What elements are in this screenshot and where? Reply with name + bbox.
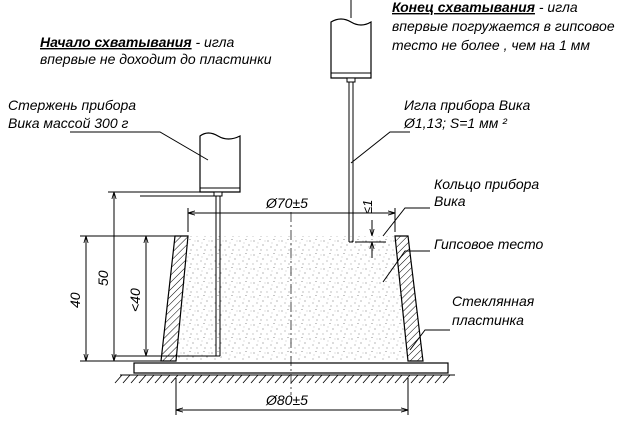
ground-hatch-stroke: [178, 374, 187, 384]
end-rest: - игла: [535, 0, 578, 15]
ground-hatch-stroke: [314, 374, 323, 384]
ground-hatch-stroke: [378, 374, 387, 384]
needle-label-line1: Игла прибора Вика: [404, 97, 530, 113]
ring-label-line1: Кольцо прибора: [434, 176, 539, 192]
depth-le1-label: ≤1: [360, 200, 375, 214]
dim-height-40: 40: [67, 235, 175, 362]
top-diameter-label: Ø70±5: [265, 195, 308, 211]
ground-hatch-stroke: [250, 374, 259, 384]
ground-hatch-stroke: [362, 374, 371, 384]
end-line2: впервые погружается в гипсовое: [392, 18, 615, 34]
ground-hatch-stroke: [298, 374, 307, 384]
height-50-label: 50: [95, 270, 111, 286]
ground-hatch-stroke: [138, 374, 147, 384]
ground-hatch-stroke: [338, 374, 347, 384]
svg-text:Конец схватывания - игла: Конец схватывания - игла: [392, 0, 578, 15]
ground-hatch-stroke: [290, 374, 299, 384]
ground-hatch-stroke: [346, 374, 355, 384]
ground-hatch-stroke: [386, 374, 395, 384]
ground-hatch-stroke: [122, 374, 131, 384]
ground-hatch-stroke: [258, 374, 267, 384]
depth-lt40-label: <40: [127, 288, 143, 312]
plate-label-line1: Стеклянная: [452, 293, 535, 309]
plate-label-line2: пластинка: [452, 312, 524, 328]
ground-hatch-stroke: [410, 374, 419, 384]
ground-hatch-stroke: [226, 374, 235, 384]
ground-hatch-stroke: [130, 374, 139, 384]
ground-hatch-stroke: [242, 374, 251, 384]
ground-hatch-stroke: [394, 374, 403, 384]
ground-hatch-stroke: [162, 374, 171, 384]
ground-hatch: [114, 374, 455, 384]
start-title: Начало схватывания: [40, 34, 192, 50]
ground-hatch-stroke: [266, 374, 275, 384]
rod-label-line1: Стержень прибора: [8, 97, 136, 113]
ground-hatch-stroke: [442, 374, 451, 384]
ring-wall-left: [160, 235, 189, 362]
ground-hatch-stroke: [170, 374, 179, 384]
dim-bottom-diameter: Ø80±5: [175, 378, 409, 415]
ground-hatch-stroke: [114, 374, 123, 384]
end-of-setting-note: Конец схватывания - игла впервые погружа…: [392, 0, 615, 53]
start-rest: - игла: [192, 34, 235, 50]
ground-hatch-stroke: [274, 374, 283, 384]
ground-hatch-stroke: [434, 374, 443, 384]
paste-label: Гипсовое тесто: [434, 236, 544, 252]
ground-hatch-stroke: [426, 374, 435, 384]
dim-depth-lt40: <40: [114, 195, 216, 357]
ground-hatch-stroke: [330, 374, 339, 384]
ground-hatch-stroke: [202, 374, 211, 384]
ground-hatch-stroke: [194, 374, 203, 384]
ground-hatch-stroke: [418, 374, 427, 384]
ground-hatch-stroke: [234, 374, 243, 384]
ring-label-line2: Вика: [434, 193, 466, 209]
dim-depth-le1: ≤1: [355, 200, 386, 258]
vicat-rod-start: [199, 132, 241, 357]
end-line3: тесто не более , чем на 1 мм: [392, 37, 590, 53]
end-title: Конец схватывания: [392, 0, 535, 15]
ground-hatch-stroke: [370, 374, 379, 384]
ground-hatch-stroke: [306, 374, 315, 384]
ground-hatch-stroke: [154, 374, 163, 384]
ground-hatch-stroke: [402, 374, 411, 384]
ground-hatch-stroke: [210, 374, 219, 384]
ground-hatch-stroke: [218, 374, 227, 384]
svg-text:Начало схватывания - игла: Начало схватывания - игла: [40, 34, 234, 50]
ground-hatch-stroke: [354, 374, 363, 384]
ground-hatch-stroke: [282, 374, 291, 384]
start-line2: впервые не доходит до пластинки: [40, 51, 272, 67]
needle-label-line2: Ø1,13; S=1 мм ²: [403, 115, 508, 131]
ground-hatch-stroke: [146, 374, 155, 384]
start-of-setting-note: Начало схватывания - игла впервые не дох…: [40, 34, 272, 67]
ring-wall-right: [394, 235, 424, 362]
ground-hatch-stroke: [186, 374, 195, 384]
dim-height-50: 50: [95, 191, 200, 361]
height-40-label: 40: [67, 292, 83, 308]
ground-hatch-stroke: [322, 374, 331, 384]
leaders: [70, 131, 450, 351]
rod-label-line2: Вика массой 300 г: [8, 115, 129, 131]
gypsum-paste: [176, 236, 408, 361]
bottom-diameter-label: Ø80±5: [265, 392, 308, 408]
